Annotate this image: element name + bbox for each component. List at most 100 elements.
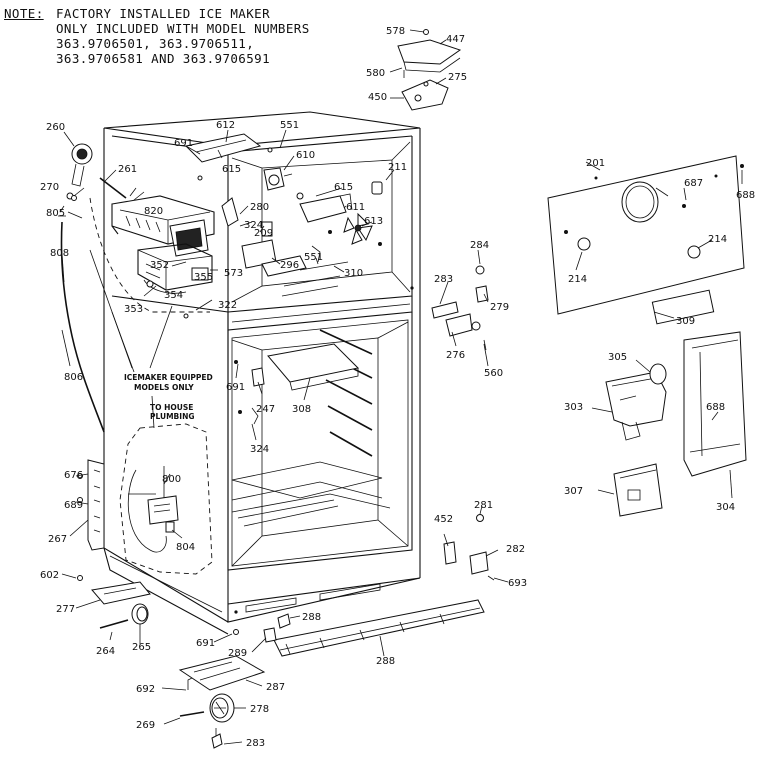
- part-label-615-top: 615: [222, 164, 241, 175]
- part-label-288-low: 288: [376, 656, 395, 667]
- part-label-324-low: 324: [250, 444, 269, 455]
- part-label-322: 322: [218, 300, 237, 311]
- part-label-284: 284: [470, 240, 489, 251]
- freezer-components: [184, 133, 383, 297]
- part-label-578: 578: [386, 26, 405, 37]
- leader-lines: [61, 29, 743, 745]
- icemaker-region-outline: [89, 197, 210, 313]
- part-label-309: 309: [676, 316, 695, 327]
- water-tube: [60, 221, 105, 433]
- factory-note: NOTE: FACTORY INSTALLED ICE MAKER ONLY IN…: [4, 6, 310, 66]
- part-label-692: 692: [136, 684, 155, 695]
- part-label-691-top: 691: [174, 138, 193, 149]
- note-line-2: ONLY INCLUDED WITH MODEL NUMBERS: [56, 21, 310, 36]
- part-label-354: 354: [164, 290, 183, 301]
- icemaker-equipped-label: ICEMAKER EQUIPPED: [124, 373, 213, 382]
- part-label-688-low: 688: [706, 402, 725, 413]
- part-label-452: 452: [434, 514, 453, 525]
- part-label-693: 693: [508, 578, 527, 589]
- note-label: NOTE:: [4, 6, 44, 21]
- part-label-610: 610: [296, 150, 315, 161]
- part-label-281: 281: [474, 500, 493, 511]
- part-label-269: 269: [136, 720, 155, 731]
- part-label-806: 806: [64, 372, 83, 383]
- part-label-450: 450: [368, 92, 387, 103]
- part-label-276: 276: [446, 350, 465, 361]
- part-label-805: 805: [46, 208, 65, 219]
- part-label-282: 282: [506, 544, 525, 555]
- note-line-3: 363.9706501, 363.9706511,: [56, 36, 255, 51]
- part-label-283-top: 283: [434, 274, 453, 285]
- right-side-parts: [431, 265, 495, 581]
- note-line-4: 363.9706581 AND 363.9706591: [56, 51, 270, 66]
- part-label-308: 308: [292, 404, 311, 415]
- part-label-304: 304: [716, 502, 735, 513]
- part-label-355: 355: [194, 272, 213, 283]
- note-line-1: FACTORY INSTALLED ICE MAKER: [56, 6, 270, 21]
- part-label-279: 279: [490, 302, 509, 313]
- part-label-277: 277: [56, 604, 75, 615]
- part-label-353: 353: [124, 304, 143, 315]
- side-bracket: [77, 459, 105, 581]
- back-panel: [547, 155, 745, 325]
- to-house-label: TO HOUSE: [150, 403, 193, 412]
- part-label-289: 289: [228, 648, 247, 659]
- part-label-303: 303: [564, 402, 583, 413]
- part-label-820: 820: [144, 206, 163, 217]
- icemaker-assembly: [111, 187, 215, 294]
- part-label-270: 270: [40, 182, 59, 193]
- part-label-324-top: 324: [244, 220, 263, 231]
- lower-front-parts: [91, 581, 485, 749]
- part-label-688-top: 688: [736, 190, 755, 201]
- part-label-804: 804: [176, 542, 195, 553]
- part-label-800: 800: [162, 474, 181, 485]
- part-label-687: 687: [684, 178, 703, 189]
- water-valve-area: [127, 466, 179, 553]
- part-label-691-mid: 691: [226, 382, 245, 393]
- part-label-447: 447: [446, 34, 465, 45]
- part-label-260: 260: [46, 122, 65, 133]
- part-label-689: 689: [64, 500, 83, 511]
- part-label-580: 580: [366, 68, 385, 79]
- part-label-602: 602: [40, 570, 59, 581]
- part-label-261: 261: [118, 164, 137, 175]
- part-label-676: 676: [64, 470, 83, 481]
- part-label-551-top: 551: [280, 120, 299, 131]
- part-label-691-low: 691: [196, 638, 215, 649]
- part-label-612: 612: [216, 120, 235, 131]
- part-label-307: 307: [564, 486, 583, 497]
- part-label-209: 209: [254, 228, 273, 239]
- part-label-287: 287: [266, 682, 285, 693]
- part-label-573: 573: [224, 268, 243, 279]
- part-label-288-top: 288: [302, 612, 321, 623]
- plumbing-label: PLUMBING: [150, 412, 195, 421]
- part-label-214-left: 214: [568, 274, 587, 285]
- part-label-214-right: 214: [708, 234, 727, 245]
- part-label-310: 310: [344, 268, 363, 279]
- part-label-201: 201: [586, 158, 605, 169]
- part-label-352: 352: [150, 260, 169, 271]
- part-label-615-mid: 615: [334, 182, 353, 193]
- part-label-808: 808: [50, 248, 69, 259]
- part-label-267: 267: [48, 534, 67, 545]
- part-label-275: 275: [448, 72, 467, 83]
- part-label-247: 247: [256, 404, 275, 415]
- part-label-283-low: 283: [246, 738, 265, 749]
- part-label-265: 265: [132, 642, 151, 653]
- plumbing-region-outline: [119, 423, 213, 575]
- part-label-613: 613: [364, 216, 383, 227]
- part-label-611: 611: [346, 202, 365, 213]
- part-label-278: 278: [250, 704, 269, 715]
- part-label-560: 560: [484, 368, 503, 379]
- part-label-211: 211: [388, 162, 407, 173]
- part-label-280: 280: [250, 202, 269, 213]
- part-numbers: 578 447 580 275 450 260 691 612 551 615 …: [40, 26, 755, 749]
- part-label-264: 264: [96, 646, 115, 657]
- part-label-305: 305: [608, 352, 627, 363]
- part-label-551-mid: 551: [304, 252, 323, 263]
- part-label-296: 296: [280, 260, 299, 271]
- models-only-label: MODELS ONLY: [134, 383, 194, 392]
- fresh-food-components: [234, 343, 360, 425]
- dispenser-parts: [605, 331, 747, 517]
